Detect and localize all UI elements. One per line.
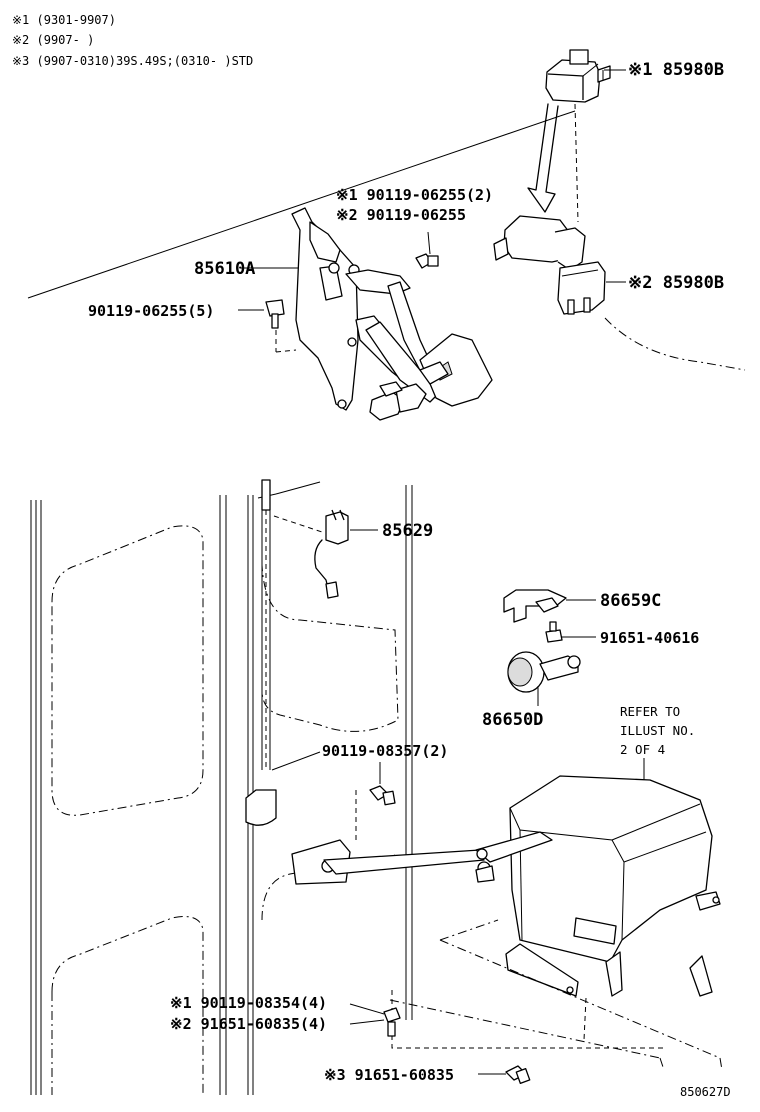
replacement-arrow <box>527 103 559 213</box>
body-panel-edge <box>27 115 561 299</box>
relay-leader-dash <box>574 103 579 223</box>
bracket-85610a <box>291 207 493 421</box>
diagram-code: 850627D <box>680 1085 731 1099</box>
height-control-ecu-box <box>505 775 721 997</box>
leader-bolt-90119-08354 <box>349 1003 385 1015</box>
bolt-90119-08357 <box>369 785 396 806</box>
window-cutout-lower-right <box>261 854 396 921</box>
body-panel-dash-curve <box>604 317 746 371</box>
label-bracket-85610a: 85610A <box>194 259 255 279</box>
label-relay-85980b-type1: ※1 85980B <box>628 60 724 80</box>
bolt-90119-06255-5 <box>265 299 285 329</box>
label-bolt-91651-60835: ※3 91651-60835 <box>324 1066 454 1084</box>
clip-85629 <box>314 509 349 599</box>
label-screw-91651-40616: 91651-40616 <box>600 629 699 647</box>
label-motor-86650d: 86650D <box>482 710 543 730</box>
label-bolt-90119-08357-2: 90119-08357(2) <box>322 742 448 760</box>
note-2: ※2 (9907- ) <box>12 33 94 47</box>
refer-to-text-line2: ILLUST NO. <box>620 723 695 738</box>
label-bolt-90119-06255-5: 90119-06255(5) <box>88 302 214 320</box>
vertical-link-rod <box>261 479 271 770</box>
label-bolt-90119-06255: ※2 90119-06255 <box>336 206 466 224</box>
label-bracket-86659c: 86659C <box>600 591 661 611</box>
note-1: ※1 (9301-9907) <box>12 13 116 27</box>
relay-85980b-type1 <box>545 49 611 103</box>
window-cutout-upper-left <box>51 525 204 816</box>
bolt-dash-line-2 <box>275 349 297 353</box>
clip-85629-dash <box>273 515 323 533</box>
body-panel-edge-end <box>559 110 576 117</box>
note-3: ※3 (9907-0310)39S.49S;(0310- )STD <box>12 54 253 68</box>
bolt-91651-60835 <box>505 1065 531 1084</box>
refer-to-text-line3: 2 OF 4 <box>620 742 665 757</box>
bolt-90119-08354 <box>383 1007 401 1037</box>
motor-86650d <box>507 651 581 693</box>
leader-bolt-90119-08357-rod <box>271 751 321 771</box>
refer-to-text-line1: REFER TO <box>620 704 680 719</box>
screw-91651-40616 <box>545 621 563 643</box>
sensor-lever-arm <box>291 831 553 885</box>
label-relay-85980b-type2: ※2 85980B <box>628 273 724 293</box>
rod-lower-bracket <box>245 789 277 826</box>
bolt-90119-06255-upper <box>415 253 439 269</box>
label-bolt-91651-60835-4: ※2 91651-60835(4) <box>170 1015 327 1033</box>
bracket-86659c <box>503 589 567 623</box>
label-clip-85629: 85629 <box>382 521 433 541</box>
leader-90119-06255-upper <box>427 231 431 255</box>
leader-bolt-91651-60835-4 <box>349 1019 385 1025</box>
window-cutout-upper-right <box>261 505 399 732</box>
relay-85980b-type2 <box>493 215 606 315</box>
label-bolt-90119-06255-2: ※1 90119-06255(2) <box>336 186 493 204</box>
label-bolt-90119-08354-4: ※1 90119-08354(4) <box>170 994 327 1012</box>
